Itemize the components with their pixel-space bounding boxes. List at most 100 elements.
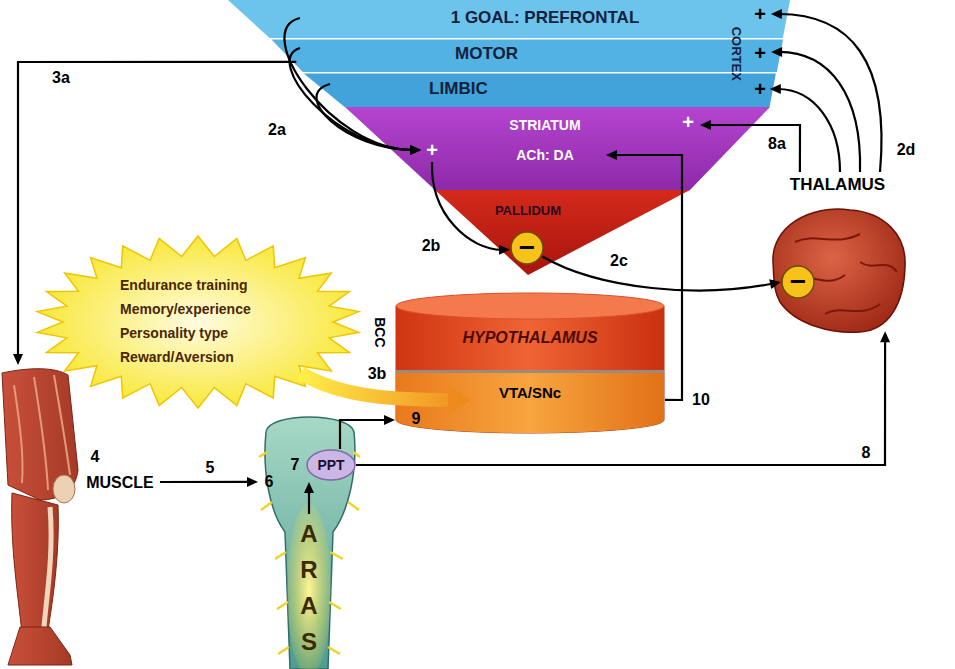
shape-part [270, 38, 783, 72]
shape-part [308, 492, 310, 514]
node-label: LIMBIC [429, 79, 488, 99]
callout-number: 3b [366, 364, 389, 383]
text-slot: 1 GOAL: PREFRONTAL [395, 8, 695, 28]
node-label: PALLIDUM [495, 203, 561, 219]
connector-line [614, 155, 682, 400]
node-outline [302, 72, 776, 107]
text-slot: 9 [409, 409, 423, 428]
text-slot: PPT [306, 456, 356, 474]
callout-number: 2a [266, 120, 288, 139]
text-slot: − [781, 265, 815, 299]
text-slot: − [510, 231, 544, 265]
text-slot: 7 [288, 455, 302, 474]
node-outline [765, 172, 910, 335]
arrow-head [448, 384, 470, 416]
connector-line [779, 14, 882, 172]
shape-part [773, 209, 905, 332]
inhibition-circle: − [510, 231, 544, 265]
text-slot: + [752, 2, 768, 26]
shape-part [396, 370, 664, 373]
brainstem-figure: ARAS PPT [258, 412, 360, 669]
text-slot: STRIATUM [445, 116, 645, 134]
arrow-head [410, 145, 421, 155]
shape-part [8, 627, 72, 665]
connector-arrow [284, 18, 421, 155]
text-slot: Memory/experience [120, 300, 290, 318]
connector-arrow [771, 47, 860, 172]
arrow-head [770, 84, 781, 94]
text-slot: 8a [761, 134, 793, 153]
cortex-band: MOTOR+ [270, 38, 783, 72]
callout-number: 8a [766, 134, 788, 153]
connector-arrow [340, 415, 395, 449]
node-label: PPT [317, 457, 344, 474]
arrow-head [700, 120, 711, 130]
shape-part [302, 72, 776, 107]
connector-arrow [356, 331, 890, 465]
text-slot: 4 [88, 447, 102, 466]
node-label: ARAS [297, 516, 321, 660]
text-slot: THALAMUS [765, 175, 910, 195]
connector-line [284, 18, 413, 150]
node-label: ACh: DA [516, 147, 574, 164]
node-outline [0, 365, 160, 669]
nucleus-ellipse: PPT [306, 449, 356, 481]
node-label: + [754, 2, 766, 26]
shape-part [345, 107, 770, 190]
node-outline [435, 190, 690, 275]
connector-line [340, 420, 387, 449]
arrow-head [247, 477, 258, 487]
text-slot: 2a [262, 120, 292, 139]
node-label: THALAMUS [790, 175, 885, 195]
text-slot: 3b [362, 364, 392, 383]
leg-figure: MUSCLE [0, 365, 160, 669]
text-slot: + [679, 110, 697, 134]
node-label: Personality type [120, 325, 228, 342]
node-label: + [682, 110, 694, 134]
callout-number: 7 [291, 455, 300, 474]
connector-line [356, 339, 885, 465]
connector-line [778, 89, 841, 172]
connector-line [290, 48, 414, 150]
arrow-head [410, 145, 421, 155]
text-slot: HYPOTHALAMUS [395, 328, 665, 347]
connector-arrow [432, 162, 510, 255]
connector-line [316, 84, 413, 150]
node-label: Memory/experience [120, 301, 251, 318]
callout-number: 8 [860, 443, 873, 462]
shape-part [302, 72, 776, 73]
pallidum-band: PALLIDUM − [435, 190, 690, 275]
node-label: + [426, 138, 438, 162]
shape-part [782, 266, 814, 298]
shape-part [265, 417, 355, 669]
connector-line [542, 257, 773, 291]
text-slot: MOTOR [427, 44, 547, 64]
text-slot: MUSCLE [82, 473, 158, 492]
shape-part [307, 450, 355, 480]
cortex-band: LIMBIC + [302, 72, 776, 107]
node-label: − [519, 231, 535, 265]
node-label: Endurance training [120, 277, 248, 294]
cortex-band: 1 GOAL: PREFRONTAL + [228, 0, 790, 38]
callout-number: 9 [412, 409, 421, 428]
connector-line [160, 481, 250, 483]
arrow-head [499, 245, 510, 255]
callout-number: 2c [608, 251, 630, 270]
node-label: HYPOTHALAMUS [462, 328, 597, 347]
text-slot: + [752, 77, 768, 101]
shape-part [53, 475, 75, 503]
connector-line [779, 52, 860, 172]
text-slot: 10 [688, 390, 714, 409]
callout-number: 5 [204, 458, 217, 477]
node-outline [270, 38, 783, 72]
node-label: VTA/SNc [499, 384, 561, 402]
arrow-head [771, 9, 782, 19]
node-label: CORTEX [728, 27, 744, 81]
text-slot: PALLIDUM [458, 201, 598, 219]
shape-part [396, 306, 664, 433]
connector-arrow [316, 84, 421, 155]
callout-number: 4 [91, 447, 100, 466]
connector-line [432, 162, 502, 250]
arrow-head [384, 415, 395, 425]
